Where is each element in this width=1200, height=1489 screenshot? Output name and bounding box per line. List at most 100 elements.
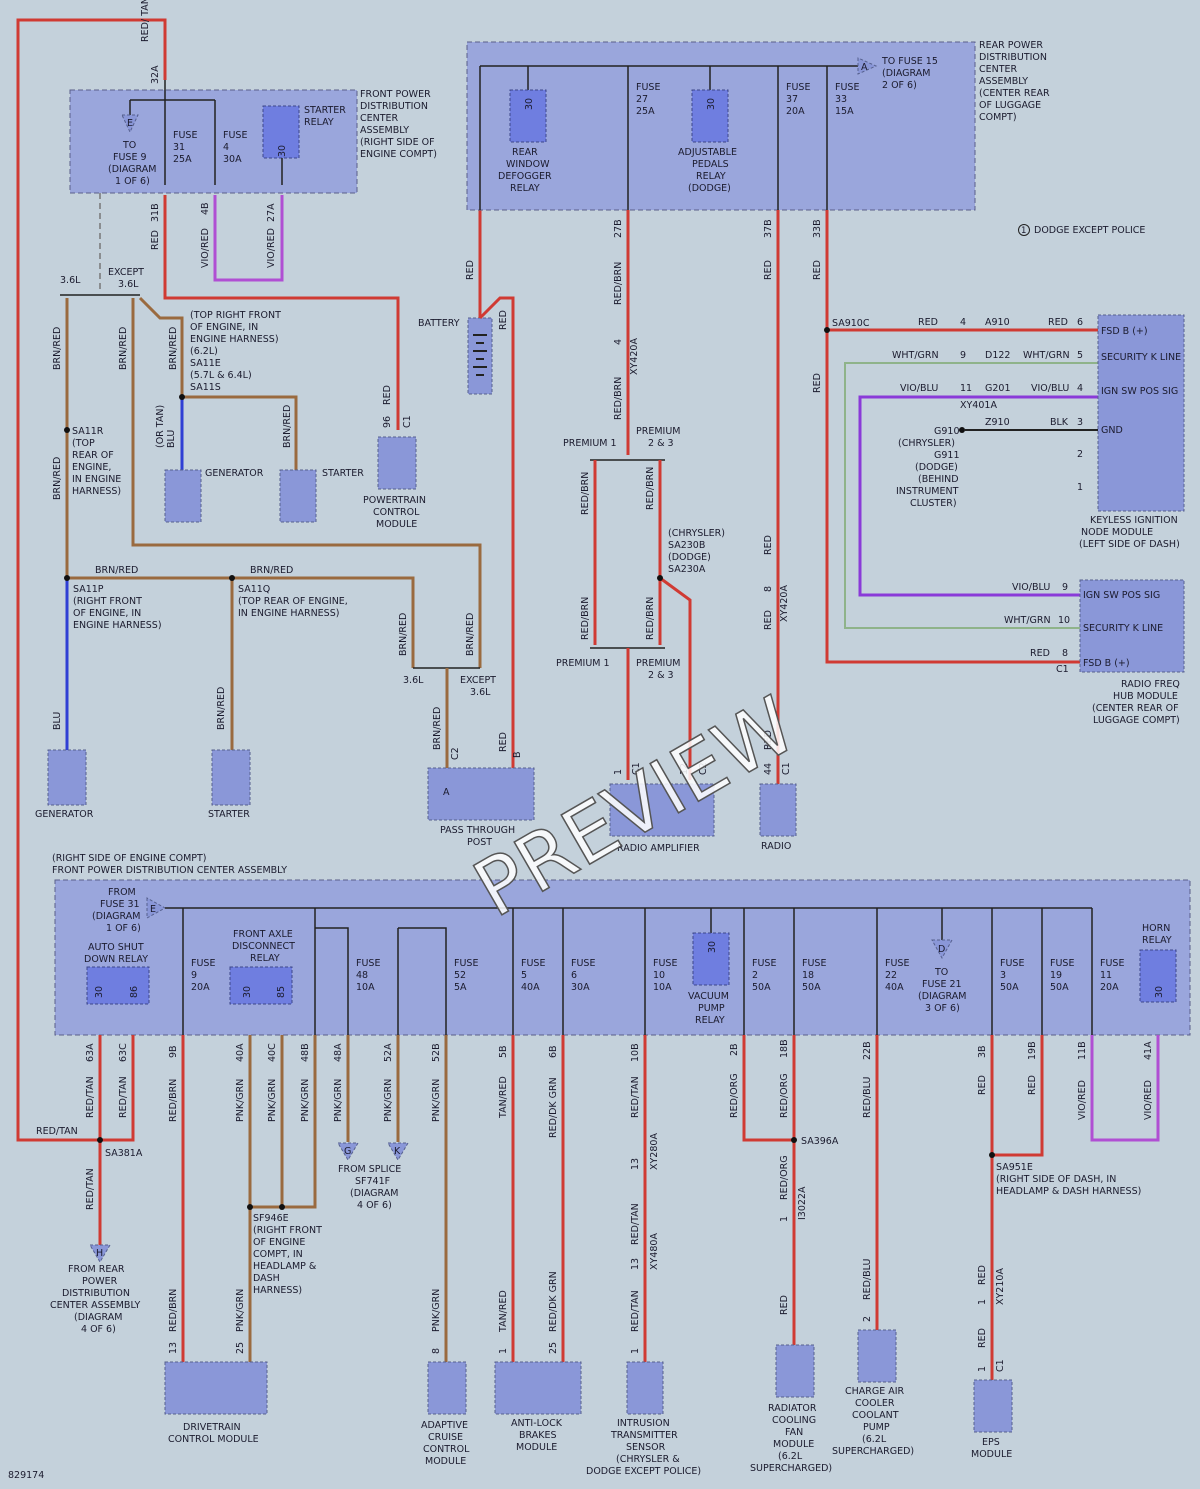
svg-text:OF ENGINE: OF ENGINE bbox=[253, 1237, 305, 1248]
redtan-10b-3: RED/TAN bbox=[630, 1290, 641, 1332]
pin-31b: 31B bbox=[150, 203, 161, 222]
svg-text:PUMP: PUMP bbox=[863, 1422, 890, 1433]
redbrn-5: RED/BRN bbox=[580, 597, 591, 640]
connector-d bbox=[931, 939, 953, 960]
generator-lower bbox=[47, 749, 87, 806]
svg-text:6: 6 bbox=[571, 970, 577, 981]
pin-40c: 40C bbox=[267, 1043, 278, 1062]
label-except-36: EXCEPT 3.6L bbox=[108, 267, 144, 290]
svg-text:ADJUSTABLE: ADJUSTABLE bbox=[678, 147, 737, 158]
svg-text:(CHRYSLER &: (CHRYSLER & bbox=[616, 1454, 680, 1465]
amp-c1: C1 bbox=[631, 762, 642, 775]
svg-text:15A: 15A bbox=[835, 106, 854, 117]
premium1-bot: PREMIUM 1 bbox=[556, 658, 610, 669]
vacuum-pump-relay bbox=[692, 932, 730, 986]
wire-redtan-outer-label: RED/TAN bbox=[36, 1126, 78, 1137]
svg-text:(5.7L & 6.4L): (5.7L & 6.4L) bbox=[190, 370, 252, 381]
label-l36-a: 3.6L bbox=[60, 275, 81, 286]
radio-amplifier-label: RADIO AMPLIFIER bbox=[617, 843, 700, 854]
svg-text:REAR POWER: REAR POWER bbox=[979, 40, 1043, 51]
redtan-10b: RED/TAN bbox=[630, 1076, 641, 1118]
svg-text:DODGE EXCEPT POLICE: DODGE EXCEPT POLICE bbox=[1034, 225, 1145, 236]
fuse-27-label: FUSE 27 25A bbox=[636, 82, 660, 117]
svg-text:SF741F: SF741F bbox=[355, 1176, 390, 1187]
radiator-fan-module bbox=[775, 1344, 815, 1398]
svg-text:(DIAGRAM: (DIAGRAM bbox=[918, 991, 966, 1002]
fuse-33-label: FUSE 33 15A bbox=[835, 82, 859, 117]
svg-text:DISTRIBUTION: DISTRIBUTION bbox=[360, 101, 428, 112]
svg-text:IGN SW POS SIG: IGN SW POS SIG bbox=[1083, 590, 1160, 601]
svg-text:CENTER: CENTER bbox=[979, 64, 1018, 75]
svg-text:FUSE: FUSE bbox=[1050, 958, 1074, 969]
abs-pin-25: 25 bbox=[548, 1342, 559, 1354]
svg-text:ENGINE COMPT): ENGINE COMPT) bbox=[360, 149, 437, 160]
label-sa396a: SA396A bbox=[801, 1136, 839, 1147]
svg-text:CRUISE: CRUISE bbox=[428, 1432, 463, 1443]
eps-pin-1b: 1 bbox=[977, 1366, 988, 1372]
intrusion-label: INTRUSION TRANSMITTER SENSOR (CHRYSLER &… bbox=[586, 1418, 701, 1477]
svg-text:37: 37 bbox=[786, 94, 798, 105]
svg-text:SUPERCHARGED): SUPERCHARGED) bbox=[750, 1463, 832, 1474]
pnkgrn-40a: PNK/GRN bbox=[235, 1079, 246, 1122]
connector-d-letter: D bbox=[938, 944, 945, 955]
svg-text:FAN: FAN bbox=[785, 1427, 803, 1438]
red-3b: RED bbox=[977, 1075, 988, 1095]
viored-41a: VIO/RED bbox=[1143, 1080, 1154, 1120]
vac-pin30: 30 bbox=[707, 941, 718, 953]
svg-text:STARTER: STARTER bbox=[304, 105, 346, 116]
horn-label: HORN RELAY bbox=[1142, 923, 1172, 946]
label-sa11q: SA11Q (TOP REAR OF ENGINE, IN ENGINE HAR… bbox=[238, 584, 348, 619]
svg-text:VACUUM: VACUUM bbox=[688, 991, 729, 1002]
figure-id: 829174 bbox=[8, 1470, 44, 1481]
red-37b-4: RED bbox=[763, 730, 774, 750]
fuse-22-label: FUSE 22 40A bbox=[885, 958, 909, 993]
starter-relay-pin: 30 bbox=[277, 145, 288, 157]
svg-text:SUPERCHARGED): SUPERCHARGED) bbox=[832, 1446, 914, 1457]
eps-label: EPS MODULE bbox=[971, 1437, 1012, 1460]
svg-text:(CHRYSLER): (CHRYSLER) bbox=[898, 438, 955, 449]
svg-text:3: 3 bbox=[1077, 417, 1083, 428]
wire-red-tan-63 bbox=[98, 1035, 135, 1245]
redtan-63a: RED/TAN bbox=[85, 1076, 96, 1118]
pin-9b: 9B bbox=[168, 1045, 179, 1058]
splice-sf946e-b bbox=[279, 1204, 285, 1210]
svg-text:20A: 20A bbox=[191, 982, 210, 993]
svg-text:FUSE: FUSE bbox=[454, 958, 478, 969]
label-blu-11e: BLU bbox=[166, 430, 177, 448]
red-fan: RED bbox=[779, 1295, 790, 1315]
redblu-22b-2: RED/BLU bbox=[862, 1259, 873, 1300]
svg-text:4: 4 bbox=[223, 142, 229, 153]
svg-text:FUSE: FUSE bbox=[885, 958, 909, 969]
svg-text:SA951E: SA951E bbox=[996, 1162, 1033, 1173]
connector-h-letter: H bbox=[96, 1248, 103, 1259]
svg-text:27: 27 bbox=[636, 94, 648, 105]
label-l36-b: 3.6L bbox=[403, 675, 424, 686]
svg-text:SECURITY K LINE: SECURITY K LINE bbox=[1101, 352, 1181, 363]
svg-text:4: 4 bbox=[1077, 383, 1083, 394]
svg-text:FUSE: FUSE bbox=[752, 958, 776, 969]
dtcm-label: DRIVETRAIN CONTROL MODULE bbox=[168, 1422, 259, 1445]
pin-19b: 19B bbox=[1027, 1041, 1038, 1060]
svg-text:PEDALS: PEDALS bbox=[692, 159, 729, 170]
pin-11b: 11B bbox=[1077, 1041, 1088, 1060]
svg-text:11: 11 bbox=[1100, 970, 1112, 981]
label-blu-generator: BLU bbox=[52, 712, 63, 730]
label-sa381a: SA381A bbox=[105, 1148, 143, 1159]
redorg-18b: RED/ORG bbox=[779, 1073, 790, 1118]
pin-22b: 22B bbox=[862, 1041, 873, 1060]
fad-pin85: 85 bbox=[276, 986, 287, 998]
brnred-label-1: BRN/RED bbox=[52, 327, 63, 370]
battery-cells bbox=[473, 334, 487, 376]
wire-red-brn-prem23-b bbox=[659, 576, 692, 780]
rear-defogger-pin: 30 bbox=[524, 98, 535, 110]
pin4-amp: 4 bbox=[613, 339, 624, 345]
pin-27b: 27B bbox=[613, 219, 624, 238]
svg-text:6: 6 bbox=[1077, 317, 1083, 328]
svg-text:MODULE: MODULE bbox=[971, 1449, 1012, 1460]
rpdc-title: REAR POWER DISTRIBUTION CENTER ASSEMBLY … bbox=[979, 40, 1050, 123]
svg-text:WINDOW: WINDOW bbox=[506, 159, 550, 170]
svg-text:CONTROL: CONTROL bbox=[423, 1444, 470, 1455]
splice-sf946e-a bbox=[247, 1204, 253, 1210]
rf-row-1: VIO/BLU 9 IGN SW POS SIG bbox=[1012, 582, 1160, 601]
brnred-label-10: BRN/RED bbox=[216, 687, 227, 730]
